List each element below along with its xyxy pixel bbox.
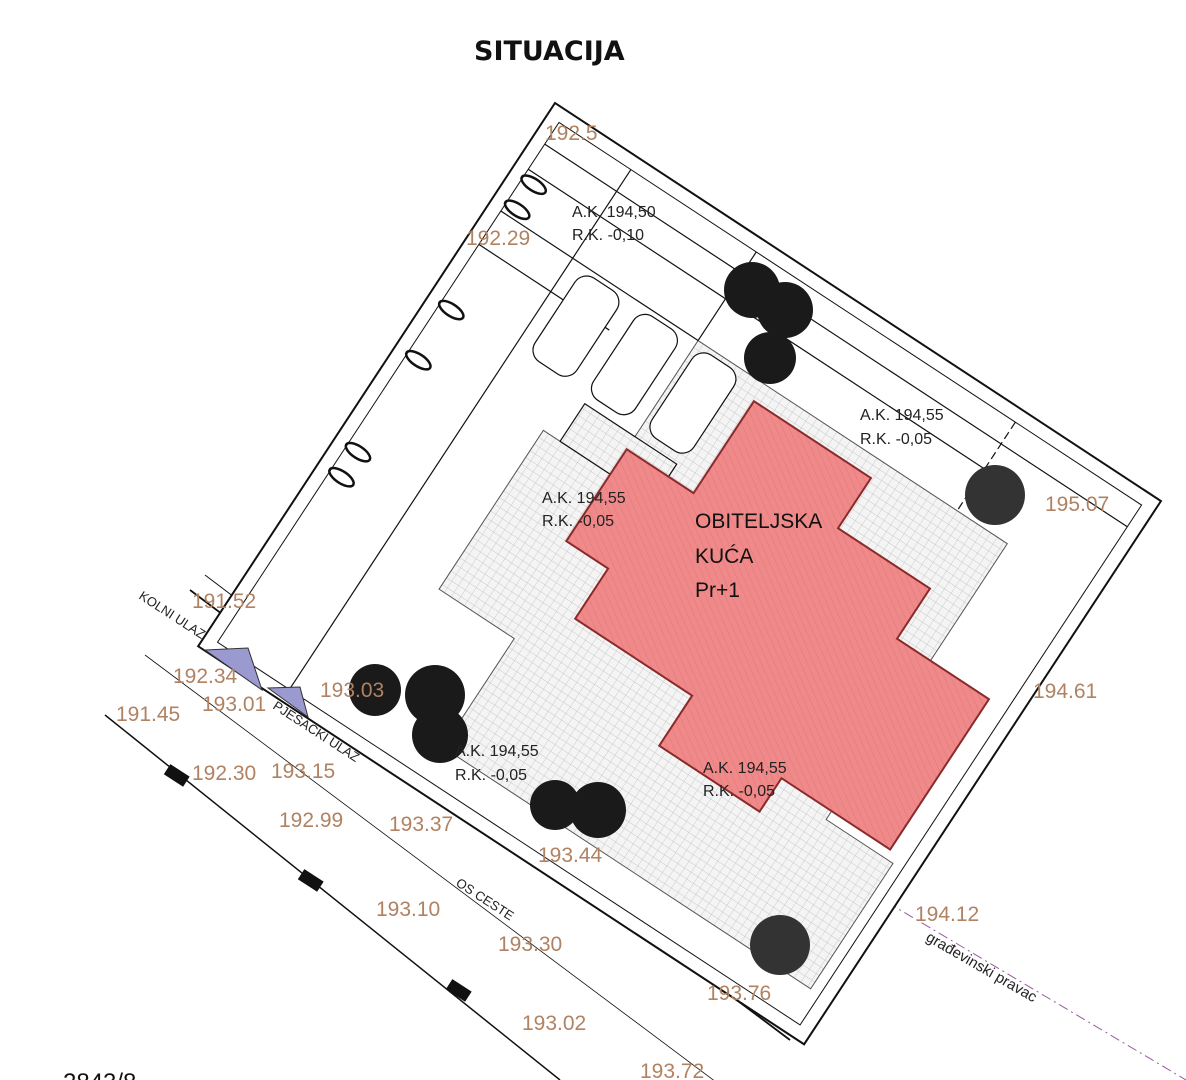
svg-text:191.52: 191.52 (192, 590, 256, 613)
svg-text:193.37: 193.37 (389, 813, 453, 836)
car (590, 313, 678, 416)
svg-text:192.29: 192.29 (466, 227, 530, 250)
parcel-number: 2843/8 (63, 1069, 136, 1080)
car (532, 275, 620, 377)
vehicle-entry-marker (203, 647, 263, 692)
building-floors: Pr+1 (695, 579, 740, 602)
lot (196, 101, 1163, 1046)
svg-text:A.K. 194,55: A.K. 194,55 (860, 407, 944, 424)
road-axis-label: OS CESTE (453, 875, 517, 924)
svg-text:193.76: 193.76 (707, 982, 771, 1005)
svg-text:R.K. -0,10: R.K. -0,10 (572, 227, 644, 244)
svg-text:193.02: 193.02 (522, 1012, 586, 1035)
building-line (869, 891, 1186, 1080)
svg-text:A.K. 194,55: A.K. 194,55 (455, 743, 539, 760)
svg-text:R.K. -0,05: R.K. -0,05 (860, 431, 932, 448)
building-line-label: građevinski pravac (923, 929, 1040, 1007)
svg-text:193.10: 193.10 (376, 898, 440, 921)
svg-text:192.30: 192.30 (192, 762, 256, 785)
level-labels: A.K. 194,50R.K. -0,10 A.K. 194,55R.K. -0… (455, 204, 944, 800)
svg-text:195.07: 195.07 (1045, 493, 1109, 516)
svg-text:192.5: 192.5 (545, 122, 598, 145)
svg-text:192.34: 192.34 (173, 665, 238, 688)
svg-text:191.45: 191.45 (116, 703, 180, 726)
svg-text:R.K. -0,05: R.K. -0,05 (542, 513, 614, 530)
svg-text:A.K. 194,55: A.K. 194,55 (703, 760, 787, 777)
svg-text:A.K. 194,50: A.K. 194,50 (572, 204, 656, 221)
svg-text:A.K. 194,55: A.K. 194,55 (542, 490, 626, 507)
building-name-2: KUĆA (695, 545, 753, 568)
svg-text:193.01: 193.01 (202, 693, 266, 716)
svg-text:R.K. -0,05: R.K. -0,05 (455, 767, 527, 784)
hedge (328, 174, 548, 488)
svg-text:194.61: 194.61 (1033, 680, 1097, 703)
drawing-title: SITUACIJA (474, 36, 625, 67)
svg-text:193.30: 193.30 (498, 933, 562, 956)
svg-text:R.K. -0,05: R.K. -0,05 (703, 783, 775, 800)
svg-text:193.72: 193.72 (640, 1060, 704, 1080)
svg-text:193.15: 193.15 (271, 760, 335, 783)
car (649, 352, 737, 454)
trees (349, 262, 1025, 975)
building-name-1: OBITELJSKA (695, 510, 822, 533)
svg-text:194.12: 194.12 (915, 903, 979, 926)
svg-text:193.03: 193.03 (320, 679, 384, 702)
svg-text:192.99: 192.99 (279, 809, 343, 832)
elevation-labels: 192.5 192.29 191.52 192.34 193.01 193.03… (116, 122, 1109, 1080)
pedestrian-entry-marker (266, 686, 309, 719)
house-footprint (564, 399, 991, 851)
svg-text:193.44: 193.44 (538, 844, 603, 867)
